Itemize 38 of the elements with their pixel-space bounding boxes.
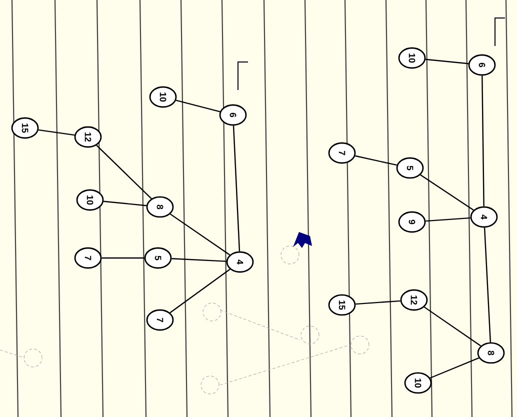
tree-edge xyxy=(102,257,144,259)
tree-edge xyxy=(170,214,230,256)
number-node: 5 xyxy=(396,157,424,179)
tree-edge xyxy=(176,100,220,112)
tree-edge xyxy=(96,144,152,200)
tree-edge xyxy=(356,300,400,305)
number-node: 6 xyxy=(468,54,496,76)
number-node: 6 xyxy=(219,104,247,126)
tree-edge xyxy=(426,58,468,64)
tree-edge xyxy=(38,129,75,136)
number-node: 10 xyxy=(149,86,177,108)
number-node: 7 xyxy=(328,142,356,164)
tree-edge xyxy=(170,268,230,314)
tree-edge xyxy=(484,228,492,342)
number-node: 15 xyxy=(11,117,39,139)
number-node: 7 xyxy=(74,247,102,269)
tree-edge xyxy=(430,357,480,379)
tree-edge xyxy=(232,126,240,252)
tree-edge xyxy=(172,258,226,262)
tree-edge xyxy=(355,155,397,166)
number-node: 12 xyxy=(400,289,428,311)
number-node: 10 xyxy=(76,189,104,211)
number-node: 12 xyxy=(74,126,102,148)
tree-edge xyxy=(424,306,482,346)
number-node: 9 xyxy=(398,211,426,233)
tree-edge xyxy=(482,76,484,206)
number-node: 4 xyxy=(470,206,498,228)
number-node: 8 xyxy=(146,196,174,218)
number-node: 5 xyxy=(144,247,172,269)
tree-edge xyxy=(104,200,146,206)
number-node: 10 xyxy=(398,47,426,69)
number-node: 10 xyxy=(404,372,432,394)
number-node: 15 xyxy=(328,294,356,316)
tree-edge xyxy=(420,174,474,211)
number-node: 7 xyxy=(146,309,174,331)
number-node: 8 xyxy=(477,342,505,364)
tree-edge xyxy=(426,217,470,222)
number-node: 4 xyxy=(226,251,254,273)
